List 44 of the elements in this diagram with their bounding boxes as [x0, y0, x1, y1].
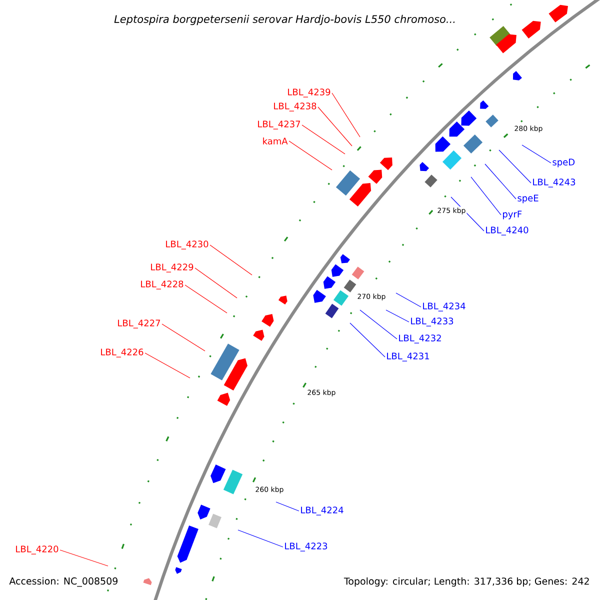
- leader-line: [498, 150, 532, 184]
- leader-line: [162, 324, 206, 352]
- leader-line: [332, 92, 360, 138]
- leader-line: [318, 106, 352, 146]
- gene-label: LBL_4231: [387, 352, 429, 362]
- leader-line: [276, 502, 300, 512]
- leader-line: [350, 322, 386, 358]
- gene-label: LBL_4239: [288, 88, 330, 98]
- leader-line: [302, 124, 346, 154]
- leader-line: [184, 284, 228, 314]
- gene-label: LBL_4230: [166, 240, 208, 250]
- gene-label: kamA: [263, 138, 288, 144]
- gene-label: LBL_4226: [101, 348, 144, 358]
- leader-line: [396, 292, 422, 308]
- leader-line: [210, 244, 252, 276]
- leader-line: [238, 530, 284, 548]
- gene-label: LBL_4229: [151, 264, 194, 272]
- leader-line: [522, 144, 552, 164]
- gene-label: LBL_4223: [285, 542, 328, 552]
- leader-line: [386, 310, 410, 322]
- gene-label: LBL_4234: [423, 302, 466, 312]
- gene-label: LBL_4227: [118, 320, 160, 328]
- title: Leptospira borgpetersenii serovar Hardjo-bovis L550 chromoso...: [114, 14, 455, 26]
- leader-line: [288, 140, 332, 170]
- gene-label: LBL_4233: [411, 318, 454, 326]
- gene-label: speD: [552, 158, 575, 168]
- gene-label: LBL_4220: [16, 546, 58, 554]
- gene-label: pyrF: [503, 210, 522, 220]
- gene-label: LBL_4228: [141, 280, 184, 290]
- leader-line: [360, 310, 398, 340]
- gene-label: LBL_4238: [274, 102, 316, 112]
- gene-label: LBL_4237: [258, 120, 300, 130]
- gene-label: LBL_4243: [533, 178, 576, 188]
- gene-label: LBL_4224: [301, 506, 344, 516]
- gene-label: LBL_4240: [486, 226, 528, 236]
- leader-line: [470, 176, 502, 216]
- leader-line: [144, 352, 190, 378]
- leader-line: [194, 268, 238, 298]
- leader-line: [60, 550, 108, 566]
- leader-line: [484, 164, 516, 200]
- info-text: Accession: NC_008509: [8, 576, 120, 588]
- gene-label: LBL_4232: [399, 334, 441, 344]
- gene-label: speE: [518, 194, 538, 204]
- info-text: Topology: circular; Length: 317,336 bp; Genes: 242: [342, 576, 591, 588]
